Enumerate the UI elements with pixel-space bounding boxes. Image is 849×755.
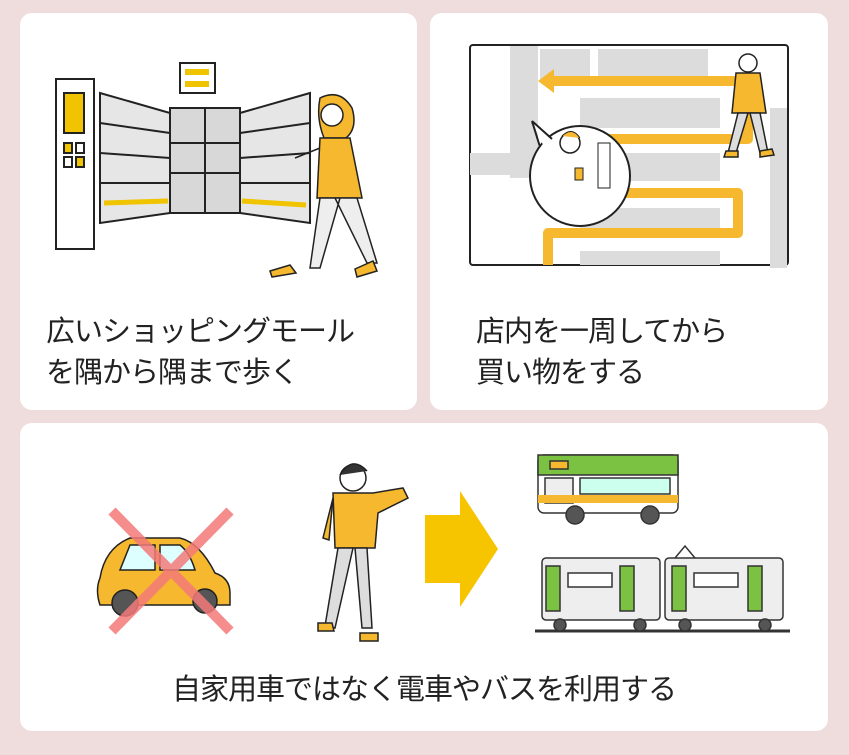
panel-caption: 店内を一周してから 買い物をする [476, 311, 728, 393]
shopping-mall-illustration [55, 62, 379, 278]
walking-woman [269, 93, 379, 278]
panel-shopping-mall: 広いショッピングモール を隅から隅まで歩く [20, 13, 417, 410]
panel-caption: 自家用車ではなく電車やバスを利用する [171, 672, 677, 706]
caption-line: を隅から隅まで歩く [46, 355, 299, 389]
panel-caption: 広いショッピングモール を隅から隅まで歩く [46, 311, 355, 393]
panel-store-route: 店内を一周してから 買い物をする [430, 13, 828, 410]
store-route-map-illustration [469, 44, 789, 268]
bus-icon [537, 454, 679, 525]
caption-line: 買い物をする [476, 355, 645, 389]
walking-man [317, 463, 410, 642]
arrow-right-icon [425, 491, 498, 607]
caption-line: 店内を一周してから [476, 314, 728, 348]
train-icon [535, 544, 790, 633]
speech-bubble [529, 120, 631, 227]
panel-public-transport: 自家用車ではなく電車やバスを利用する [20, 423, 828, 731]
cross-mark-icon [108, 507, 234, 635]
transport-illustration [96, 454, 790, 642]
caption-line: 広いショッピングモール [46, 314, 355, 348]
walking-man [722, 53, 775, 158]
